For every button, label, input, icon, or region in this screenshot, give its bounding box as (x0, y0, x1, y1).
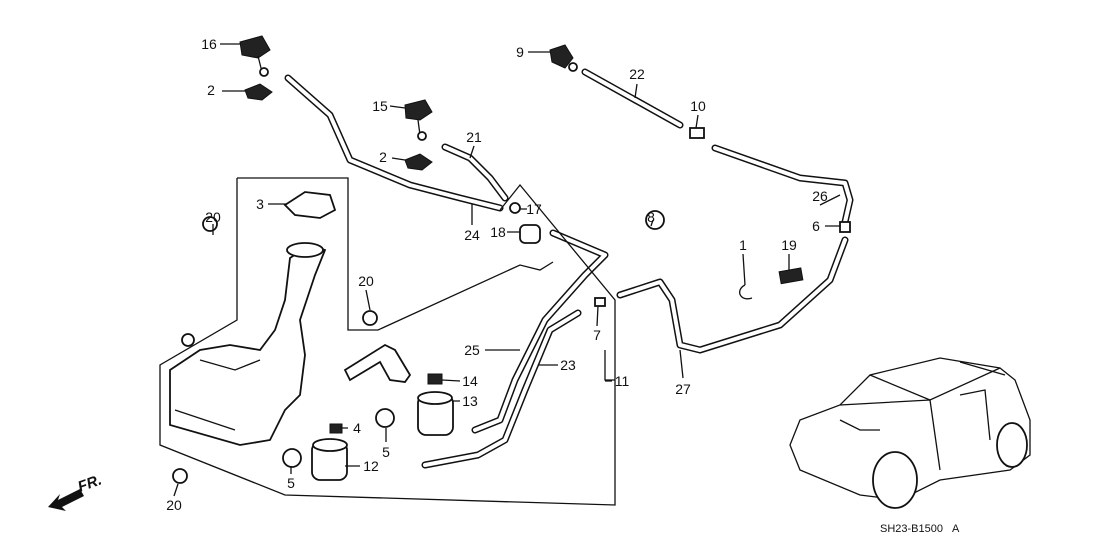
joint-7 (594, 297, 606, 307)
washer-nozzle-16 (239, 35, 271, 77)
diagram-revision: A (952, 523, 960, 535)
vehicle-location-illustration (789, 357, 1031, 509)
hose-26 (711, 144, 854, 226)
callout-26: 26 (812, 188, 828, 204)
callout-5: 5 (382, 444, 390, 460)
front-direction-arrow: FR. (48, 472, 104, 511)
hose-23 (421, 309, 582, 469)
hose-21 (441, 143, 509, 202)
front-label: FR. (76, 472, 105, 496)
washer-nozzle-15 (404, 99, 433, 141)
grommet-8 (645, 210, 665, 230)
diagram-code: SH23-B1500 (880, 523, 943, 535)
washer-motor-13 (417, 391, 454, 436)
reservoir-cap-3 (283, 191, 337, 219)
callout-1: 1 (739, 237, 747, 253)
callout-22: 22 (629, 66, 645, 82)
callout-27: 27 (675, 381, 691, 397)
callout-2: 2 (379, 149, 387, 165)
clamp-18 (519, 224, 541, 244)
grommet-5a (375, 408, 395, 428)
callout-19: 19 (781, 237, 797, 253)
hose-27 (616, 236, 849, 354)
clip-1 (739, 284, 753, 300)
callout-10: 10 (690, 98, 706, 114)
nozzle-grommet-2b (404, 153, 433, 171)
clip-17 (509, 202, 521, 214)
callout-25: 25 (464, 342, 480, 358)
callout-13: 13 (462, 393, 478, 409)
callout-17: 17 (526, 201, 542, 217)
callout-3: 3 (256, 196, 264, 212)
callout-12: 12 (363, 458, 379, 474)
callout-20: 20 (205, 209, 221, 225)
check-valve-10 (689, 127, 705, 139)
callout-15: 15 (372, 98, 388, 114)
callout-14: 14 (462, 373, 478, 389)
callout-7: 7 (593, 327, 601, 343)
hose-25 (471, 229, 609, 434)
callout-8: 8 (647, 209, 655, 225)
clip-14 (427, 373, 443, 385)
washer-nozzle-9 (549, 44, 578, 72)
reservoir-bracket (343, 343, 412, 383)
bolt (181, 333, 195, 347)
bolt-20c (172, 468, 188, 484)
joint-6 (839, 221, 851, 233)
callout-9: 9 (516, 44, 524, 60)
callout-6: 6 (812, 218, 820, 234)
grommet-5b (282, 448, 302, 468)
callout-16: 16 (201, 36, 217, 52)
pad-19 (778, 267, 804, 285)
bolt-20b (362, 310, 378, 326)
hose-22 (581, 68, 684, 129)
callout-18: 18 (490, 224, 506, 240)
hose-24 (284, 74, 504, 212)
callout-20: 20 (358, 273, 374, 289)
callout-5: 5 (287, 475, 295, 491)
callout-23: 23 (560, 357, 576, 373)
callout-21: 21 (466, 129, 482, 145)
callout-4: 4 (353, 420, 361, 436)
callout-24: 24 (464, 227, 480, 243)
nozzle-grommet-2a (244, 83, 273, 101)
washer-reservoir (169, 242, 327, 446)
callout-11: 11 (615, 373, 630, 389)
washer-motor-12 (311, 438, 348, 481)
callout-20: 20 (166, 497, 182, 513)
callout-2: 2 (207, 82, 215, 98)
